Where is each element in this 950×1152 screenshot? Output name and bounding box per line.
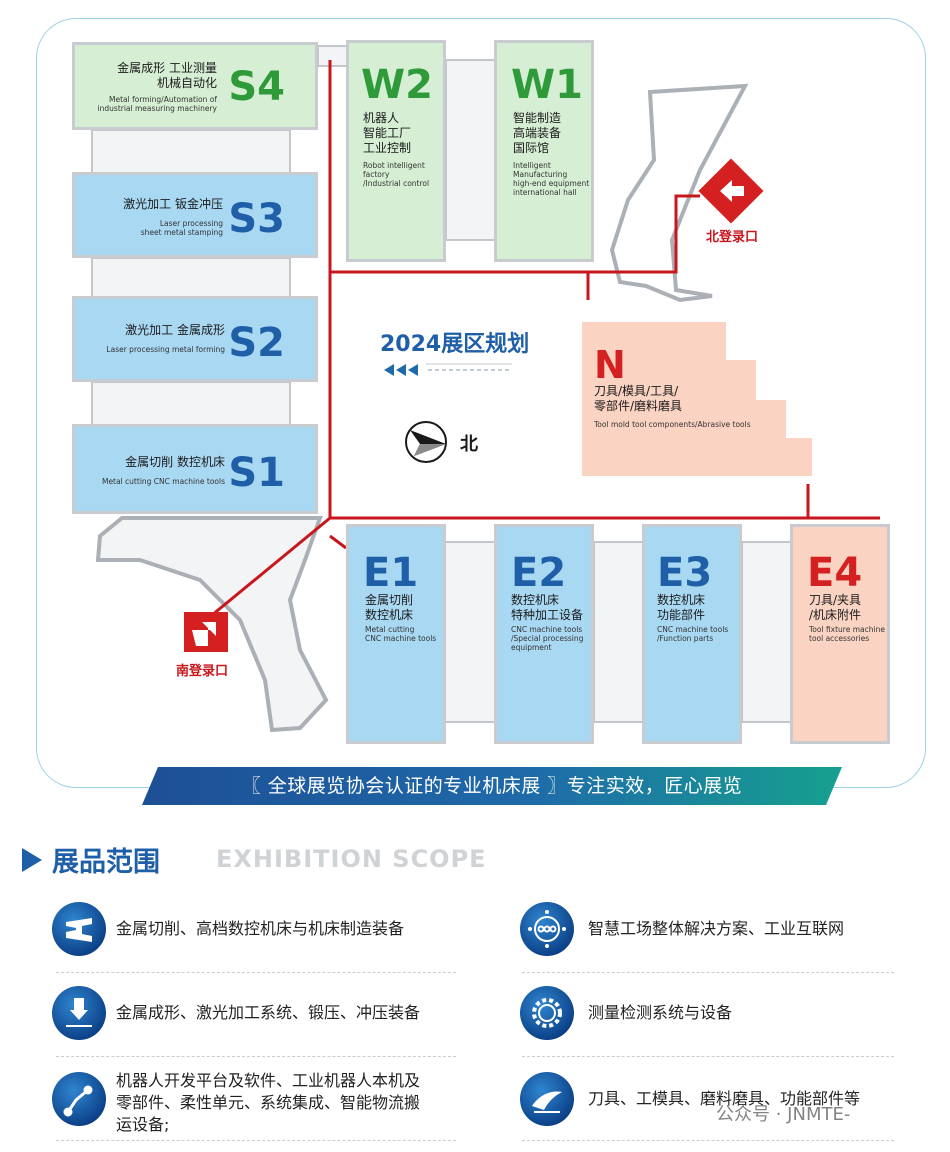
hall-s2-cn: 激光加工 金属成形 [125, 323, 225, 337]
laser-cutting-icon [52, 986, 106, 1040]
hall-e4-code: E4 [807, 550, 863, 596]
hall-s1[interactable]: 金属切削 数控机床 Metal cutting CNC machine tool… [72, 424, 318, 514]
connector-e3-e4 [741, 541, 793, 723]
hall-s4-cn: 金属成形 工业测量 机械自动化 [117, 61, 217, 90]
scope-divider-1 [56, 972, 456, 973]
hall-w1-en: Intelligent Manufacturing high-end equip… [513, 161, 590, 197]
hall-w2-code: W2 [361, 62, 433, 108]
scope-divider-2 [522, 972, 894, 973]
connector-s4-w2 [317, 45, 349, 67]
hall-s4[interactable]: 金属成形 工业测量 机械自动化 Metal forming/Automation… [72, 42, 318, 130]
hall-e4-cn: 刀具/夹具 /机床附件 [809, 593, 862, 622]
hall-s3-cn: 激光加工 钣金冲压 [123, 197, 223, 211]
hall-w1-cn: 智能制造 高端装备 国际馆 [513, 111, 562, 155]
scope-item-6: 刀具、工模具、磨料磨具、功能部件等 [588, 1089, 861, 1108]
hall-e1[interactable]: E1 金属切削 数控机床 Metal cutting CNC machine t… [346, 524, 446, 744]
title-arrows [384, 363, 512, 376]
connector-s4-s3 [91, 129, 291, 175]
north-entrance-marker [698, 158, 764, 224]
hall-w1-code: W1 [511, 62, 583, 108]
hall-e3-code: E3 [657, 550, 713, 596]
hall-e4-en: Tool fixture machine tool accessories [809, 625, 885, 643]
scope-item-3: 金属成形、激光加工系统、锻压、冲压装备 [116, 1003, 421, 1022]
robot-arm-icon [52, 1072, 106, 1126]
hall-s3[interactable]: 激光加工 钣金冲压 Laser processing sheet metal s… [72, 172, 318, 258]
scope-divider-3 [56, 1056, 456, 1057]
hall-w2-cn: 机器人 智能工厂 工业控制 [363, 111, 412, 155]
north-entrance-building [609, 83, 749, 303]
hall-s1-code: S1 [228, 450, 285, 496]
scope-item-2: 智慧工场整体解决方案、工业互联网 [588, 919, 845, 938]
hall-e3[interactable]: E3 数控机床 功能部件 CNC machine tools /Function… [642, 524, 742, 744]
hall-n-shape [582, 322, 812, 476]
steel-beam-icon [52, 902, 106, 956]
scope-item-5: 机器人开发平台及软件、工业机器人本机及 零部件、柔性单元、系统集成、智能物流搬 … [116, 1071, 421, 1134]
scope-item-1: 金属切削、高档数控机床与机床制造装备 [116, 919, 405, 938]
hall-e2-en: CNC machine tools /Special processing eq… [511, 625, 584, 652]
hall-n-en: Tool mold tool components/Abrasive tools [594, 420, 751, 429]
hall-e1-en: Metal cutting CNC machine tools [365, 625, 437, 643]
hall-s2-en: Laser processing metal forming [106, 345, 225, 354]
compass [405, 421, 447, 463]
hall-s1-en: Metal cutting CNC machine tools [101, 477, 225, 486]
south-entrance-building [95, 516, 329, 733]
connector-w2-w1 [445, 59, 497, 241]
gear-measure-icon [520, 986, 574, 1040]
map-title: 2024展区规划 [380, 332, 530, 357]
hall-s3-en: Laser processing sheet metal stamping [140, 219, 223, 237]
connector-s3-s2 [91, 257, 291, 299]
hall-e3-en: CNC machine tools /Function parts [657, 625, 729, 643]
route-layer [91, 45, 880, 733]
connector-s2-s1 [91, 381, 291, 427]
slogan-banner: 〖 全球展览协会认证的专业机床展 〗专注实效，匠心展览 [142, 767, 842, 805]
south-entrance-marker [184, 612, 228, 652]
scope-item-4: 测量检测系统与设备 [588, 1003, 733, 1022]
scope-divider-6 [522, 1140, 894, 1141]
hall-w1[interactable]: W1 智能制造 高端装备 国际馆 Intelligent Manufacturi… [494, 40, 594, 262]
south-entrance-label: 南登录口 [176, 664, 229, 679]
connector-e2-e3 [593, 541, 645, 723]
scope-title: 展品范围 [52, 847, 160, 878]
north-entrance-label: 北登录口 [706, 230, 759, 245]
hall-s3-code: S3 [228, 196, 285, 242]
hall-n-code: N [594, 343, 626, 387]
hall-s2[interactable]: 激光加工 金属成形 Laser processing metal forming… [72, 296, 318, 382]
hall-e2[interactable]: E2 数控机床 特种加工设备 CNC machine tools /Specia… [494, 524, 594, 744]
cutting-tool-icon [520, 1072, 574, 1126]
hall-s4-en: Metal forming/Automation of industrial m… [97, 95, 217, 113]
scope-arrow-icon [22, 848, 42, 872]
hall-s2-code: S2 [228, 320, 285, 366]
hall-e2-code: E2 [511, 550, 567, 596]
scope-divider-4 [522, 1056, 894, 1057]
hall-e1-cn: 金属切削 数控机床 [365, 593, 414, 622]
hall-s1-cn: 金属切削 数控机床 [125, 455, 225, 469]
hall-w2-en: Robot intelligent factory /Industrial co… [363, 161, 430, 188]
hall-e3-cn: 数控机床 功能部件 [657, 593, 706, 622]
smart-factory-icon [520, 902, 574, 956]
compass-label: 北 [460, 434, 478, 455]
connector-e1-e2 [443, 541, 497, 723]
hall-n-cn: 刀具/模具/工具/ 零部件/磨料磨具 [594, 384, 683, 413]
hall-e4[interactable]: E4 刀具/夹具 /机床附件 Tool fixture machine tool… [790, 524, 890, 744]
scope-title-en: EXHIBITION SCOPE [216, 845, 487, 873]
scope-divider-5 [56, 1140, 456, 1141]
hall-w2[interactable]: W2 机器人 智能工厂 工业控制 Robot intelligent facto… [346, 40, 446, 262]
hall-s4-code: S4 [228, 64, 285, 110]
hall-e1-code: E1 [363, 550, 419, 596]
hall-e2-cn: 数控机床 特种加工设备 [511, 593, 584, 622]
watermark: 公众号 · JNMTE- [716, 1104, 851, 1125]
